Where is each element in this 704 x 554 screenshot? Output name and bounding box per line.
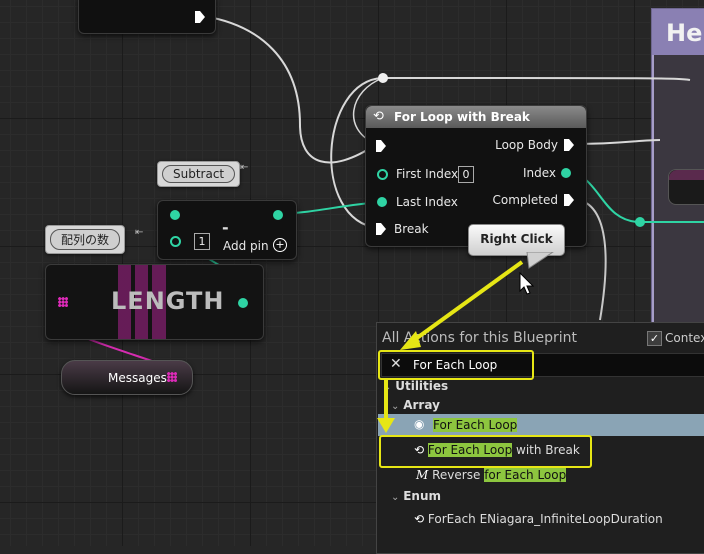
add-pin-icon[interactable]: +: [273, 238, 287, 252]
last-index-label: Last Index: [396, 195, 458, 209]
for-loop-with-break-node[interactable]: ⟲ For Loop with Break First Index 0 Last…: [365, 105, 587, 247]
loop-icon: ⟲: [414, 512, 425, 526]
first-index-label: First Index: [396, 167, 459, 181]
exec-out-pin[interactable]: [195, 11, 205, 23]
length-comment: 配列の数: [45, 225, 126, 254]
subtract-symbol: -: [222, 218, 229, 237]
category-enum[interactable]: ⌄ Enum: [391, 489, 704, 503]
event-node[interactable]: [78, 0, 216, 34]
callout-tail: [526, 252, 554, 269]
length-out-pin[interactable]: [238, 298, 248, 308]
exec-in-pin[interactable]: [376, 140, 386, 152]
loop-icon: ⟲: [414, 443, 425, 457]
subtract-b-input[interactable]: 1: [194, 233, 210, 250]
completed-pin[interactable]: [564, 194, 574, 206]
for-each-break-rest: with Break: [512, 443, 580, 457]
messages-label: Messages: [108, 371, 167, 385]
function-panel[interactable]: Hel: [651, 8, 704, 330]
node-header: ⟲ For Loop with Break: [366, 106, 586, 128]
menu-title: All Actions for this Blueprint: [382, 330, 577, 346]
break-pin[interactable]: [376, 223, 386, 235]
loop-body-label: Loop Body: [495, 138, 558, 152]
menu-item-for-each-loop-with-break[interactable]: ⟲ For Each Loop with Break: [414, 443, 704, 457]
chevron-down-icon: ⌄: [391, 492, 400, 503]
for-each-icon: ◉: [414, 417, 425, 431]
category-array[interactable]: ⌄ Array: [391, 398, 704, 412]
clear-search-icon[interactable]: ✕: [390, 356, 402, 372]
panel-node[interactable]: [668, 169, 704, 205]
subtract-out-pin[interactable]: [273, 210, 283, 220]
pin-comment-icon[interactable]: ⇤: [240, 162, 249, 173]
length-title: LENGTH: [111, 287, 225, 315]
action-menu[interactable]: All Actions for this Blueprint ✓ Contex …: [376, 322, 704, 554]
first-index-pin[interactable]: [377, 169, 388, 180]
highlight-search: [378, 350, 534, 380]
category-utilities-label: Utilities: [395, 379, 449, 393]
array-in-pin[interactable]: [58, 297, 68, 307]
index-pin[interactable]: [561, 168, 571, 178]
mouse-cursor-icon: [519, 272, 535, 295]
search-input[interactable]: For Each Loop: [413, 358, 498, 372]
last-index-pin[interactable]: [377, 197, 387, 207]
node-title: For Loop with Break: [394, 110, 530, 124]
completed-label: Completed: [492, 193, 558, 207]
highlight-for-each-break: [379, 435, 592, 468]
pin-comment-icon-2[interactable]: ⇤: [135, 227, 144, 238]
category-array-label: Array: [403, 398, 440, 412]
right-click-callout: Right Click: [468, 224, 565, 256]
index-label: Index: [522, 166, 556, 180]
macro-icon: M: [416, 468, 429, 482]
loop-icon: ⟲: [373, 109, 384, 124]
subtract-comment: Subtract: [157, 161, 241, 187]
reverse-match: for Each Loop: [484, 468, 567, 482]
add-pin-label[interactable]: Add pin: [223, 239, 269, 253]
loop-body-pin[interactable]: [564, 139, 574, 151]
context-label[interactable]: Contex: [665, 331, 704, 345]
reverse-prefix: Reverse: [432, 468, 485, 482]
first-index-input[interactable]: 0: [458, 166, 474, 183]
subtract-in-b-pin[interactable]: [170, 236, 181, 247]
search-box[interactable]: ✕ For Each Loop: [381, 353, 704, 377]
category-enum-label: Enum: [403, 489, 442, 503]
subtract-comment-text: Subtract: [162, 165, 236, 183]
messages-node[interactable]: Messages: [61, 360, 193, 395]
menu-item-for-each-loop[interactable]: ◉ For Each Loop: [378, 414, 704, 436]
subtract-in-a-pin[interactable]: [170, 210, 180, 220]
menu-item-enum-foreach[interactable]: ⟲ ForEach ENiagara_InfiniteLoopDuration: [414, 512, 704, 526]
subtract-node[interactable]: - 1 Add pin +: [157, 200, 297, 260]
for-each-loop-label: For Each Loop: [433, 418, 518, 432]
length-array-icon: [118, 265, 166, 339]
callout-text: Right Click: [480, 232, 553, 246]
panel-title: Hel: [666, 19, 704, 47]
length-comment-text: 配列の数: [50, 229, 121, 250]
break-label: Break: [394, 222, 429, 236]
menu-item-reverse-for-each-loop[interactable]: M Reverse for Each Loop: [416, 468, 704, 482]
length-node[interactable]: LENGTH: [45, 264, 264, 340]
array-out-pin[interactable]: [167, 372, 177, 382]
enum-foreach-label: ForEach ENiagara_InfiniteLoopDuration: [427, 512, 663, 526]
context-checkbox[interactable]: ✓: [647, 331, 662, 346]
for-each-break-match: For Each Loop: [427, 443, 513, 457]
chevron-down-icon: ⌄: [391, 401, 400, 412]
